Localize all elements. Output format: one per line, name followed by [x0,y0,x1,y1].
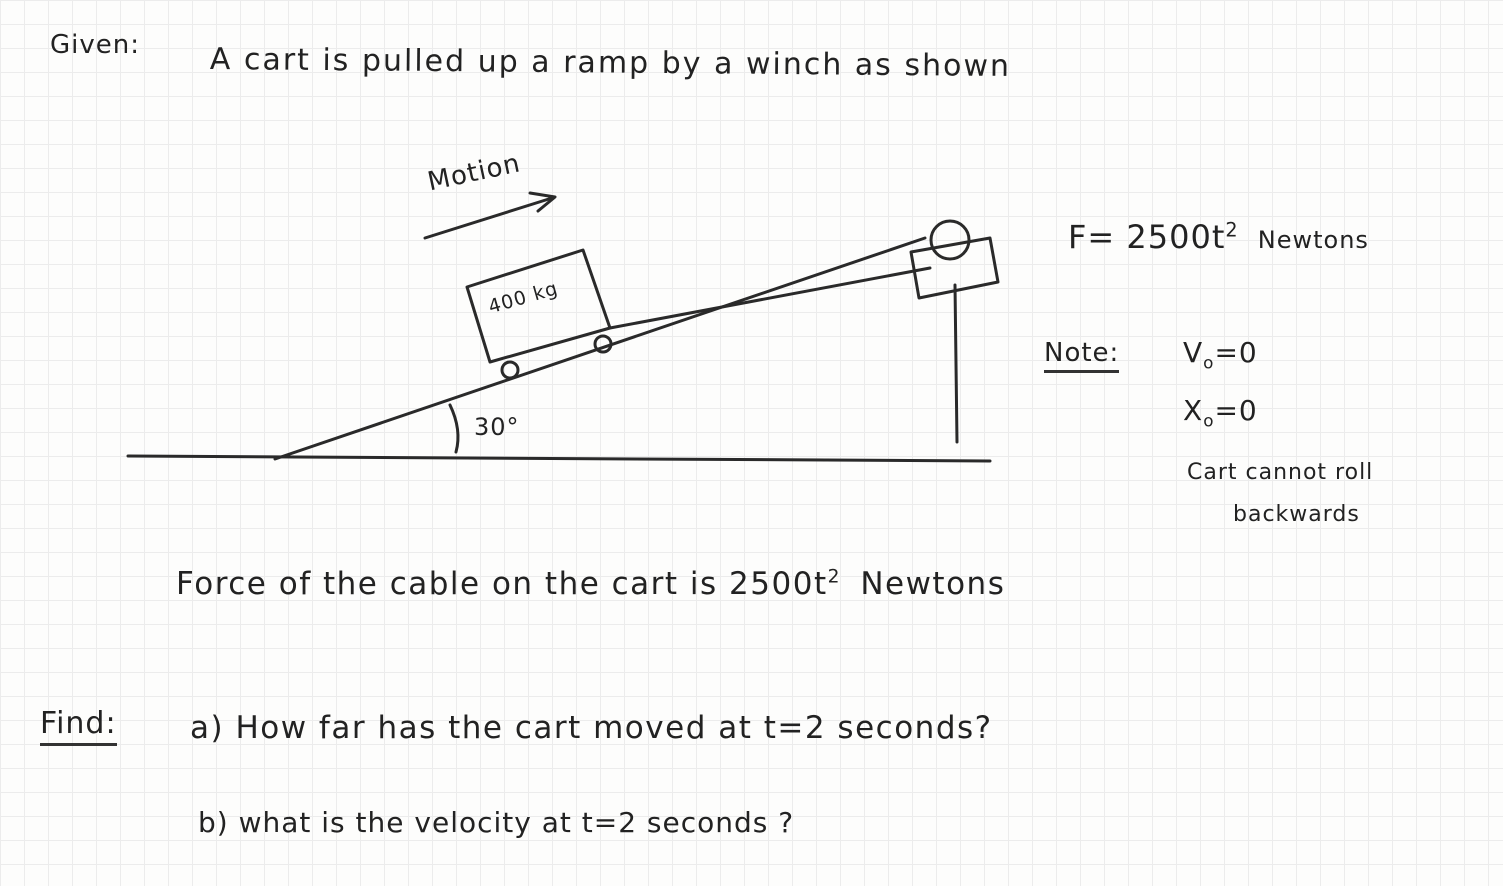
note-v0-value: =0 [1214,336,1258,369]
find-question-a: a) How far has the cart moved at t=2 sec… [190,710,993,746]
given-text: A cart is pulled up a ramp by a winch as… [209,42,1012,84]
force-equation-exponent: 2 [1225,218,1239,242]
force-equation-prefix: F= 2500t [1068,218,1226,256]
angle-arc [448,403,460,454]
note-x0-symbol: X [1183,394,1204,427]
winch-housing [909,236,1000,300]
find-label-text: Find: [40,706,117,746]
force-equation: F= 2500t2 Newtons [1068,218,1369,256]
cart-wheel-rear [500,360,520,380]
force-statement-exponent: 2 [827,566,841,588]
ramp-angle-label: 30° [474,413,520,441]
note-label-text: Note: [1044,338,1120,373]
force-statement-prefix: Force of the cable on the cart is 2500t [176,566,828,602]
note-v0-symbol: V [1183,336,1204,369]
force-statement: Force of the cable on the cart is 2500t2… [176,566,1005,602]
ground-line [126,454,992,463]
note-roll-line2: backwards [1233,502,1360,527]
cart-wheel-front [593,334,613,354]
force-equation-unit: Newtons [1257,226,1369,254]
cart-body [465,248,612,364]
note-label: Note: [1044,338,1120,373]
given-label: Given: [50,30,140,60]
find-label: Find: [40,706,117,746]
ramp-incline [273,236,927,461]
motion-arrow-head [528,191,557,213]
find-question-b: b) what is the velocity at t=2 seconds ? [198,806,795,839]
note-v0-sub: o [1203,352,1215,373]
note-v0: Vo=0 [1183,336,1258,373]
note-x0: Xo=0 [1183,394,1258,431]
winch-pulley [929,219,971,261]
motion-arrow-shaft [423,196,554,240]
force-statement-unit: Newtons [860,566,1006,602]
note-roll-line1: Cart cannot roll [1187,460,1374,485]
note-x0-sub: o [1203,410,1215,431]
winch-cable [608,266,932,330]
note-x0-value: =0 [1214,394,1258,427]
winch-post [953,283,959,444]
